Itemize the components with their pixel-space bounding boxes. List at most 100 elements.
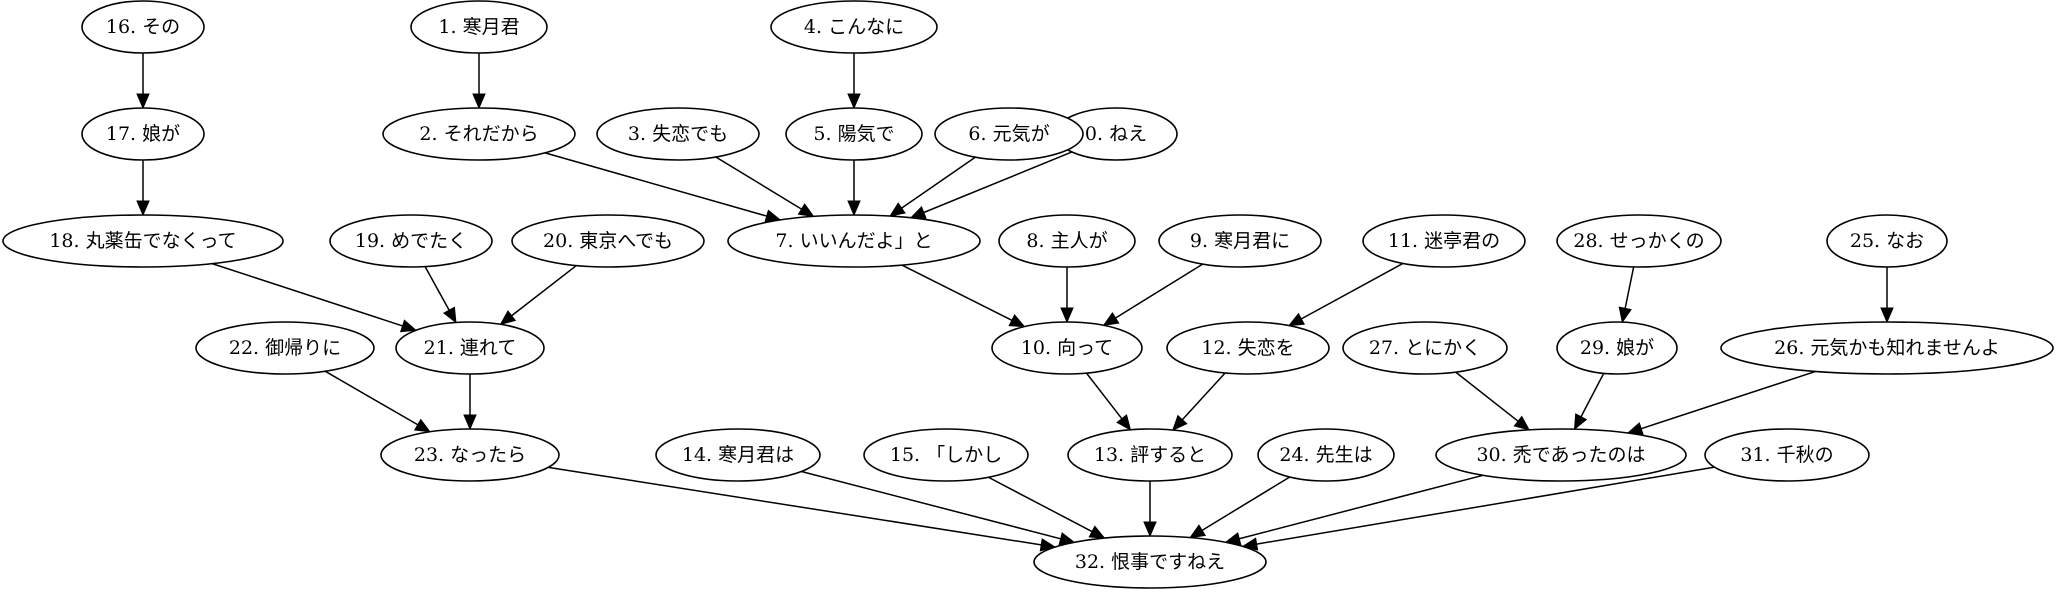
arrowhead-icon xyxy=(136,200,150,217)
graph-node-n15: 15. 「しかし xyxy=(863,428,1029,482)
node-ellipse xyxy=(380,428,560,482)
edge-n10-to-n13 xyxy=(1085,372,1132,431)
edge-line xyxy=(715,156,802,210)
node-label: 25. なお xyxy=(1850,230,1924,252)
edge-line xyxy=(1181,372,1226,421)
edge-n26-to-n30 xyxy=(1626,370,1816,435)
node-label: 10. 向って xyxy=(1021,337,1113,359)
edge-n21-to-n23 xyxy=(463,374,477,431)
arrowhead-icon xyxy=(1573,413,1588,431)
edge-line xyxy=(1256,466,1715,545)
node-ellipse xyxy=(863,428,1029,482)
arrowhead-icon xyxy=(1618,306,1632,324)
node-label: 27. とにかく xyxy=(1369,337,1481,359)
edge-n2-to-n7 xyxy=(544,152,782,223)
arrowhead-icon xyxy=(1189,524,1207,539)
graph-node-n25: 25. なお xyxy=(1826,214,1948,268)
graph-node-n13: 13. 評すると xyxy=(1067,428,1233,482)
arrowhead-icon xyxy=(1088,525,1106,539)
arrowhead-icon xyxy=(1008,314,1026,328)
node-label: 20. 東京へでも xyxy=(543,230,673,252)
edge-line xyxy=(1085,372,1123,420)
arrowhead-icon xyxy=(443,306,457,324)
graph-node-n27: 27. とにかく xyxy=(1342,321,1508,375)
graph-node-n12: 12. 失恋を xyxy=(1166,321,1330,375)
graph-node-n22: 22. 御帰りに xyxy=(195,321,375,375)
graph-node-n29: 29. 娘が xyxy=(1556,321,1678,375)
edge-line xyxy=(1455,371,1519,422)
graph-node-n4: 4. こんなに xyxy=(770,0,938,54)
node-label: 28. せっかくの xyxy=(1573,230,1704,252)
edges-layer xyxy=(136,53,1894,552)
node-ellipse xyxy=(998,214,1136,268)
node-ellipse xyxy=(1033,535,1267,589)
arrowhead-icon xyxy=(1143,521,1157,538)
arrowhead-icon xyxy=(847,93,861,110)
arrowhead-icon xyxy=(1287,312,1306,327)
node-ellipse xyxy=(1556,321,1678,375)
graph-node-n8: 8. 主人が xyxy=(998,214,1136,268)
edge-line xyxy=(923,151,1073,214)
edge-line xyxy=(211,262,403,327)
edge-line xyxy=(548,466,1042,546)
node-label: 31. 千秋の xyxy=(1740,444,1833,466)
edge-n7-to-n10 xyxy=(901,264,1026,328)
graph-node-n5: 5. 陽気で xyxy=(785,107,923,161)
edge-n16-to-n17 xyxy=(136,53,150,110)
node-label: 11. 迷亭君の xyxy=(1388,230,1500,252)
node-label: 4. こんなに xyxy=(804,16,904,38)
node-ellipse xyxy=(596,107,760,161)
node-label: 2. それだから xyxy=(419,123,538,145)
edge-line xyxy=(1640,370,1816,430)
graph-node-n31: 31. 千秋の xyxy=(1704,428,1870,482)
graph-node-n16: 16. その xyxy=(81,0,205,54)
edge-line xyxy=(1580,373,1605,418)
graph-node-n2: 2. それだから xyxy=(382,107,576,161)
node-ellipse xyxy=(382,107,576,161)
edge-n24-to-n32 xyxy=(1189,476,1291,539)
node-ellipse xyxy=(1362,214,1526,268)
edge-line xyxy=(901,156,976,209)
graph-node-n6: 6. 元気が xyxy=(934,107,1084,161)
node-label: 19. めでたく xyxy=(355,230,467,252)
graph-node-n20: 20. 東京へでも xyxy=(511,214,705,268)
edge-n1-to-n2 xyxy=(472,53,486,110)
arrowhead-icon xyxy=(1116,414,1132,431)
graph-node-n24: 24. 先生は xyxy=(1257,428,1395,482)
edge-n0-to-n7 xyxy=(909,151,1073,219)
edge-n4-to-n5 xyxy=(847,53,861,110)
node-ellipse xyxy=(1067,428,1233,482)
edge-line xyxy=(1300,262,1404,320)
arrowhead-icon xyxy=(136,93,150,110)
node-label: 13. 評すると xyxy=(1094,444,1206,466)
graph-node-n11: 11. 迷亭君の xyxy=(1362,214,1526,268)
edge-line xyxy=(1624,266,1635,309)
edge-n3-to-n7 xyxy=(715,156,815,218)
edge-n27-to-n30 xyxy=(1455,371,1531,431)
edge-n25-to-n26 xyxy=(1880,267,1894,324)
edge-n12-to-n13 xyxy=(1172,372,1226,431)
graph-node-n19: 19. めでたく xyxy=(329,214,493,268)
graph-node-n23: 23. なったら xyxy=(380,428,560,482)
node-ellipse xyxy=(511,214,705,268)
arrowhead-icon xyxy=(909,206,927,219)
node-ellipse xyxy=(1166,321,1330,375)
arrowhead-icon xyxy=(1102,311,1120,326)
node-label: 32. 恨事ですねえ xyxy=(1075,551,1225,573)
node-label: 14. 寒月君は xyxy=(682,444,794,466)
node-label: 3. 失恋でも xyxy=(628,123,728,145)
node-label: 26. 元気かも知れませんよ xyxy=(1774,337,2000,359)
edge-n9-to-n10 xyxy=(1102,263,1204,326)
graph-node-n10: 10. 向って xyxy=(991,321,1143,375)
node-label: 8. 主人が xyxy=(1026,230,1107,252)
edge-n28-to-n29 xyxy=(1618,266,1635,324)
graph-node-n7: 7. いいんだよ」と xyxy=(727,214,981,268)
edge-n11-to-n12 xyxy=(1287,262,1404,327)
arrowhead-icon xyxy=(399,319,418,333)
node-ellipse xyxy=(1342,321,1508,375)
arrowhead-icon xyxy=(463,414,477,431)
edge-n8-to-n10 xyxy=(1060,267,1074,324)
graph-node-n28: 28. せっかくの xyxy=(1556,214,1722,268)
